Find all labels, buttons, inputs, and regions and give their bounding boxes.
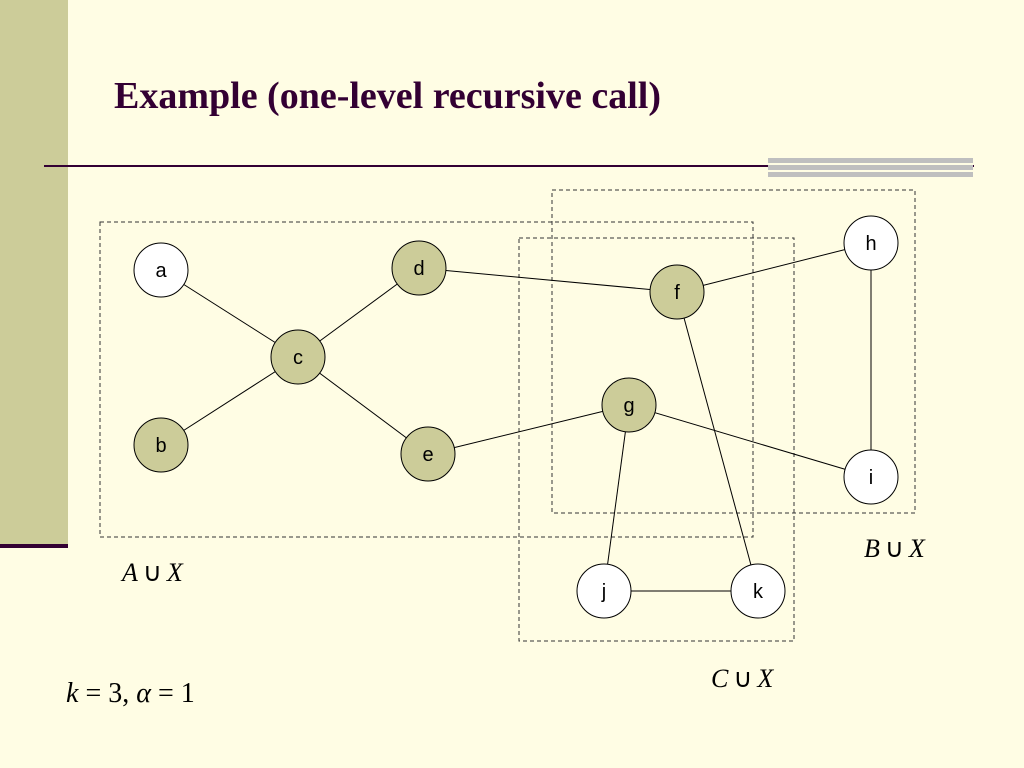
title-accent-bars	[768, 158, 973, 178]
edge-f-h	[676, 242, 872, 293]
region-b-label: B∪X	[864, 534, 925, 563]
parameter-equation: k = 3, α = 1	[66, 678, 195, 710]
node-label-j: j	[601, 581, 606, 603]
node-circle-h	[843, 215, 899, 271]
node-circle-e	[400, 426, 456, 482]
node-e: e	[400, 426, 456, 482]
region-a-union-x	[99, 221, 754, 538]
region-a-label: A∪X	[122, 558, 183, 587]
region-c-label: C∪X	[711, 664, 774, 693]
node-label-b: b	[155, 435, 166, 457]
node-label-i: i	[869, 467, 873, 489]
side-band	[0, 0, 68, 545]
node-circle-c	[270, 329, 326, 385]
node-f: f	[649, 264, 705, 320]
node-circle-f	[649, 264, 705, 320]
node-d: d	[391, 240, 447, 296]
node-label-a: a	[155, 260, 167, 282]
node-label-e: e	[422, 444, 433, 466]
nodes-layer: a b c d e f g h i j k	[133, 215, 899, 619]
node-circle-k	[730, 563, 786, 619]
node-label-f: f	[674, 282, 680, 304]
node-i: i	[843, 449, 899, 505]
side-band-base	[0, 544, 68, 548]
k-value: = 3,	[85, 678, 130, 709]
node-b: b	[133, 417, 189, 473]
edge-g-i	[628, 404, 872, 478]
node-label-k: k	[753, 581, 764, 603]
node-j: j	[576, 563, 632, 619]
node-circle-i	[843, 449, 899, 505]
edge-e-g	[427, 404, 630, 455]
k-symbol: k	[66, 678, 79, 709]
edge-g-j	[603, 404, 630, 592]
title-rule	[44, 165, 974, 167]
node-a: a	[133, 242, 189, 298]
alpha-value: = 1	[157, 678, 195, 709]
node-k: k	[730, 563, 786, 619]
node-circle-a	[133, 242, 189, 298]
node-circle-j	[576, 563, 632, 619]
node-h: h	[843, 215, 899, 271]
node-g: g	[601, 377, 657, 433]
node-label-d: d	[413, 258, 424, 280]
regions-layer	[99, 189, 916, 642]
region-c-union-x	[518, 237, 795, 642]
edge-d-f	[418, 267, 678, 293]
node-c: c	[270, 329, 326, 385]
node-circle-b	[133, 417, 189, 473]
slide-title: Example (one-level recursive call)	[114, 75, 661, 117]
node-circle-g	[601, 377, 657, 433]
alpha-symbol: α	[136, 678, 151, 709]
node-label-h: h	[865, 233, 876, 255]
edges-layer	[160, 242, 872, 592]
edge-f-k	[676, 291, 759, 592]
node-circle-d	[391, 240, 447, 296]
node-label-c: c	[293, 347, 303, 369]
node-label-g: g	[623, 395, 634, 417]
